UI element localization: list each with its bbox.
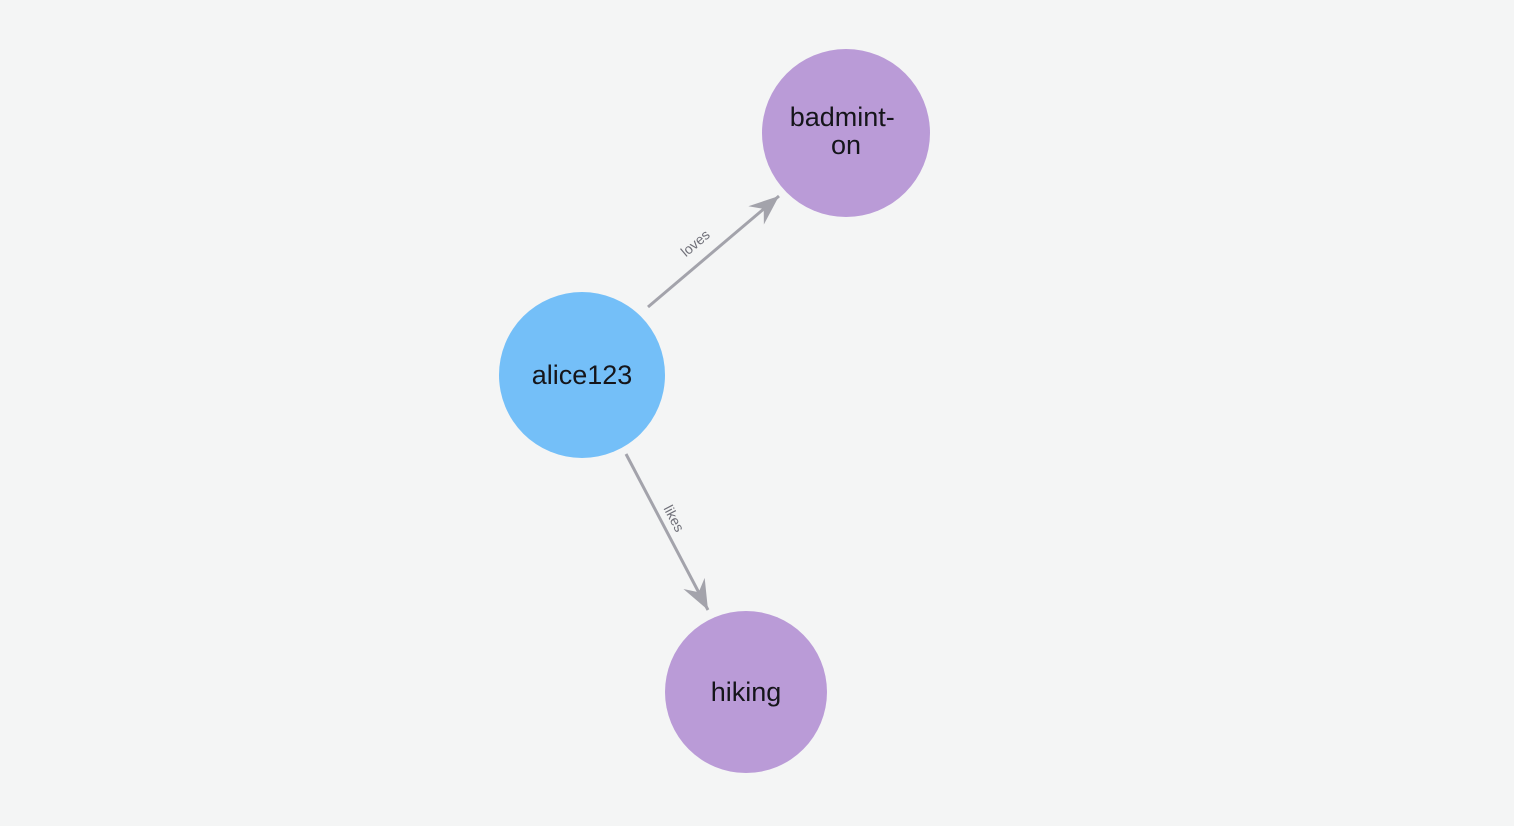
edge-line xyxy=(624,453,710,611)
node-alice123[interactable]: alice123 xyxy=(499,292,665,458)
edge-line xyxy=(647,194,780,309)
node-circle-hiking[interactable] xyxy=(665,611,827,773)
node-layer: badmint- on alice123 hiking xyxy=(499,49,930,773)
edge-alice123-likes-hiking[interactable]: likes xyxy=(624,453,719,616)
node-circle-alice123[interactable] xyxy=(499,292,665,458)
node-badminton[interactable]: badmint- on xyxy=(762,49,930,217)
edge-alice123-loves-badminton[interactable]: loves xyxy=(647,187,787,309)
arrowhead-icon xyxy=(683,577,708,610)
node-circle-badminton[interactable] xyxy=(762,49,930,217)
arrowhead-icon xyxy=(748,196,779,225)
node-hiking[interactable]: hiking xyxy=(665,611,827,773)
